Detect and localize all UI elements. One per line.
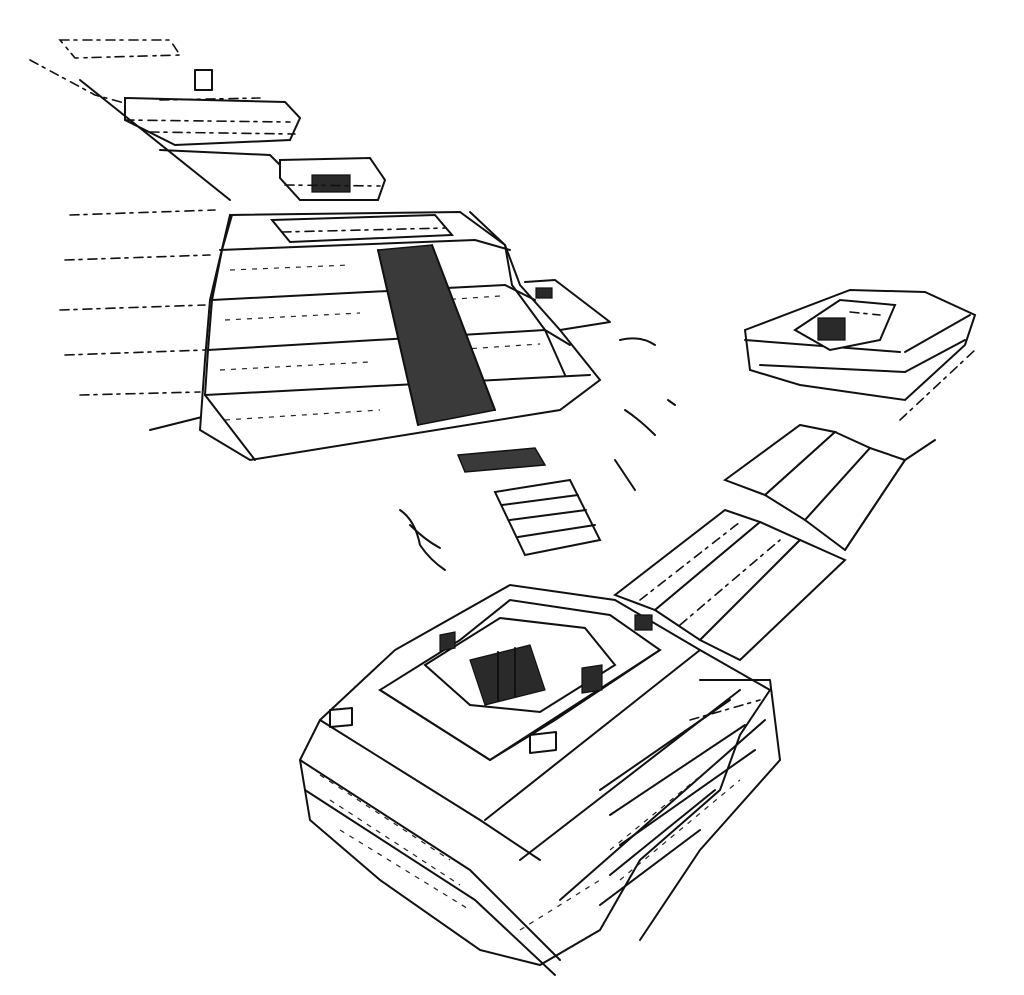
lower-right-strips [639,679,781,941]
front-temple-complex [298,583,772,976]
plaza-step-platform-upper [456,447,547,473]
rubble-marks [399,337,676,571]
distant-platform-far [29,39,182,111]
terrace-strips [612,349,976,662]
plaza-step-platform-lower [493,478,602,557]
right-temple-complex [743,288,977,402]
distant-platform-middle [124,69,302,147]
small-temple-top [279,156,387,201]
stepped-pyramid [59,209,611,462]
